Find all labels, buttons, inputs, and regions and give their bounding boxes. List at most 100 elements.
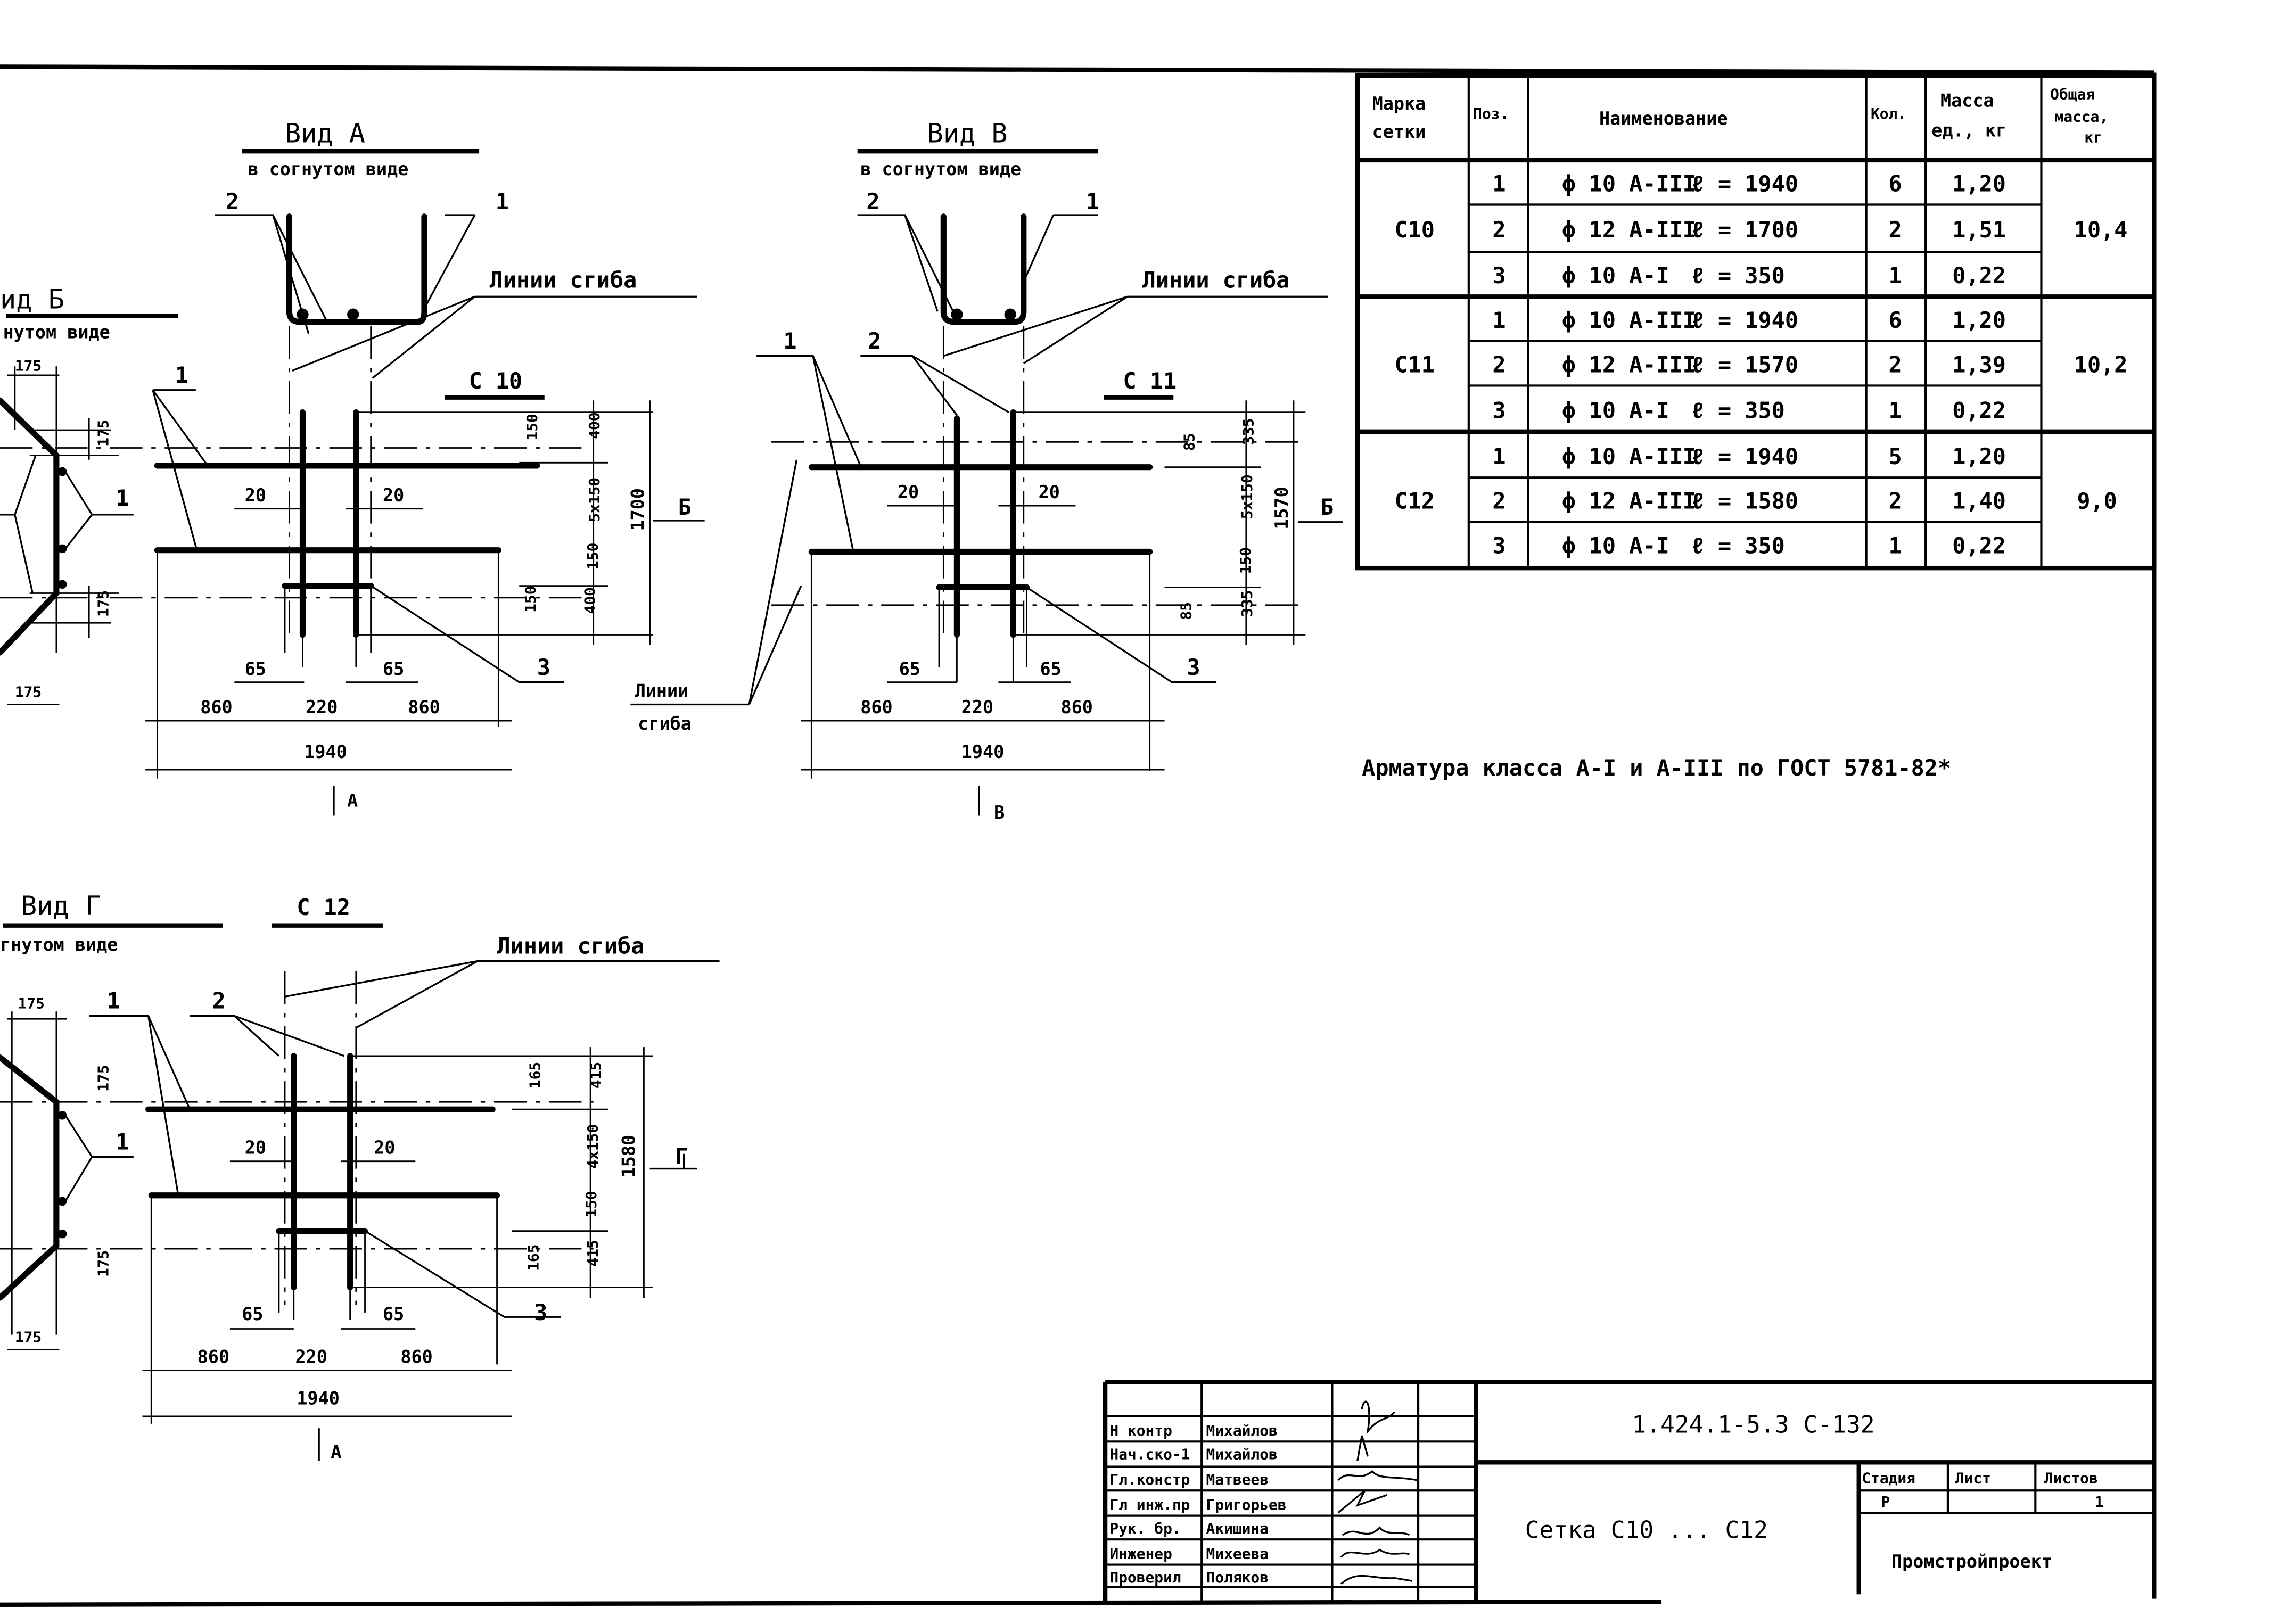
header-unit-mass-2: ед., кг [1931, 120, 2006, 141]
cell-length: ℓ = 1580 [1691, 488, 1798, 514]
view-a-leader-2: 2 [226, 188, 239, 215]
cell-qty: 6 [1888, 170, 1902, 196]
dim-label: 65 [245, 658, 266, 679]
dim-label: 860 [1060, 697, 1092, 718]
section-arrow-label: Г [675, 1143, 688, 1169]
cell-length: ℓ = 1700 [1691, 217, 1798, 243]
dim-label: 1940 [961, 741, 1005, 762]
cell-qty: 1 [1888, 398, 1902, 424]
title-block: Н контр Михайлов Нач.ско-1 Михайлов Гл.к… [1103, 1380, 2154, 1602]
signature-name: Михайлов [1206, 1446, 1278, 1463]
bent-bar-profile [286, 213, 427, 325]
cell-qty: 1 [1888, 262, 1902, 288]
table-row: 2 ϕ 12 А-III ℓ = 1580 2 1,40 [1492, 488, 2006, 514]
table-row: 3 ϕ 10 А-I ℓ = 350 1 0,22 [1492, 398, 2006, 424]
cell-pos: 3 [1492, 262, 1506, 288]
table-row: 1 ϕ 10 А-III ℓ = 1940 6 1,20 [1492, 170, 2006, 196]
cell-qty: 5 [1888, 443, 1902, 469]
view-g-subtitle: гнутом виде [0, 934, 118, 955]
mesh-c11-label: С 11 [1123, 368, 1177, 394]
dim-label: 175 [94, 590, 112, 617]
dim-label: 65 [1040, 658, 1061, 679]
mesh-c11-leader-3: 3 [1187, 654, 1200, 680]
mesh-c10-label: С 10 [469, 368, 523, 394]
dim-label: 220 [961, 697, 993, 718]
signature-role: Рук. бр. [1109, 1520, 1181, 1537]
dim-label: 220 [306, 697, 338, 718]
mesh-c11-leader-1: 1 [783, 328, 796, 354]
dim-label: 415 [584, 1240, 602, 1266]
stage-value: Р [1881, 1493, 1890, 1511]
cell-name: ϕ 10 А-III [1562, 443, 1696, 469]
dim-label: 220 [295, 1347, 327, 1367]
mesh-c12-leader-1: 1 [107, 988, 120, 1014]
dim-label: 85 [1180, 433, 1198, 451]
table-row: 2 ϕ 12 А-III ℓ = 1700 2 1,51 [1492, 217, 2006, 243]
signature-role: Инженер [1109, 1545, 1172, 1562]
section-arrow-label: Б [678, 494, 692, 520]
dim-label: 1580 [619, 1135, 639, 1177]
dim-label: 150 [584, 543, 602, 570]
table-row: 1 ϕ 10 А-III ℓ = 1940 5 1,20 [1492, 443, 2006, 469]
dim-label: 175 [15, 1329, 42, 1346]
drawing-title: Сетка С10 ... С12 [1525, 1516, 1768, 1544]
dim-label: 20 [245, 485, 266, 506]
header-mark-1: Марка [1372, 93, 1426, 114]
dim-label: 415 [587, 1062, 605, 1089]
cell-name: ϕ 12 А-III [1562, 488, 1696, 514]
dim-label: 175 [15, 357, 42, 375]
view-b-partial: ид Б нутом виде 175 175 175 1 175 [0, 284, 178, 705]
dim-label: 85 [1178, 602, 1195, 620]
signature-role: Гл.констр [1109, 1471, 1190, 1488]
cell-mass: 0,22 [1952, 262, 2006, 288]
mesh-c11-leader-2: 2 [868, 328, 881, 354]
frame-bottom-line [0, 1600, 1662, 1607]
header-total-mass-3: кг [2084, 128, 2102, 146]
header-unit-mass-1: Масса [1940, 90, 1994, 111]
section-arrow-label: Б [1320, 494, 1334, 520]
mesh-c11: С 11 1 2 3 85 335 5x150 150 335 85 1570 … [756, 328, 1343, 823]
dim-label: 1940 [304, 741, 347, 762]
signature-row: Проверил Поляков [1109, 1569, 1269, 1586]
document-code: 1.424.1-5.3 С-132 [1632, 1411, 1874, 1439]
cell-pos: 3 [1492, 532, 1506, 558]
header-name: Наименование [1599, 108, 1728, 129]
signature-row: Н контр Михайлов [1109, 1422, 1277, 1439]
signature-role: Н контр [1109, 1422, 1172, 1439]
bend-lines-label-top: Линии [635, 681, 689, 702]
view-a-title: Вид А [285, 117, 365, 149]
table-row: 1 ϕ 10 А-III ℓ = 1940 6 1,20 [1492, 307, 2006, 333]
mesh-c12-leader-2: 2 [212, 988, 225, 1014]
dim-label: 1940 [297, 1388, 340, 1409]
dim-label: 5x150 [1238, 474, 1256, 519]
dim-label: 335 [1238, 590, 1256, 617]
table-row: 2 ϕ 12 А-III ℓ = 1570 2 1,39 [1492, 351, 2006, 377]
view-a: Вид А в согнутом виде 2 1 Линии сгиба [215, 117, 697, 638]
mesh-c12-bend-lines-label: Линии сгиба [497, 933, 645, 959]
signature-name: Михеева [1206, 1545, 1269, 1562]
view-a-subtitle: в согнутом виде [248, 159, 408, 179]
mesh-c10: С 10 1 3 150 400 5x150 150 400 150 1700 … [0, 362, 705, 816]
view-b-leader-1: 1 [116, 485, 129, 511]
cell-length: ℓ = 350 [1691, 532, 1785, 558]
dim-label: 175 [15, 683, 42, 701]
view-v-bend-lines-label: Линии сгиба [1142, 267, 1290, 293]
cell-length: ℓ = 1940 [1691, 443, 1798, 469]
table-row: 3 ϕ 10 А-I ℓ = 350 1 0,22 [1492, 262, 2006, 288]
dim-label: 150 [582, 1191, 600, 1217]
signature-name: Григорьев [1206, 1496, 1287, 1513]
view-g-leader-1: 1 [116, 1128, 129, 1155]
view-v-subtitle: в согнутом виде [860, 159, 1021, 179]
dim-label: 150 [1237, 547, 1254, 574]
dim-label: 1570 [1271, 487, 1292, 529]
dim-label: 335 [1240, 418, 1257, 445]
handwritten-signatures [1337, 1400, 1417, 1585]
dim-label: 65 [383, 1304, 404, 1324]
cell-mass: 1,20 [1952, 307, 2006, 333]
spec-table: Марка сетки Поз. Наименование Кол. Масса… [1355, 73, 2157, 571]
cell-mass: 1,20 [1952, 443, 2006, 469]
view-g-title: Вид Г [21, 890, 101, 921]
organization-name: Промстройпроект [1891, 1551, 2052, 1572]
dim-label: 65 [383, 658, 404, 679]
